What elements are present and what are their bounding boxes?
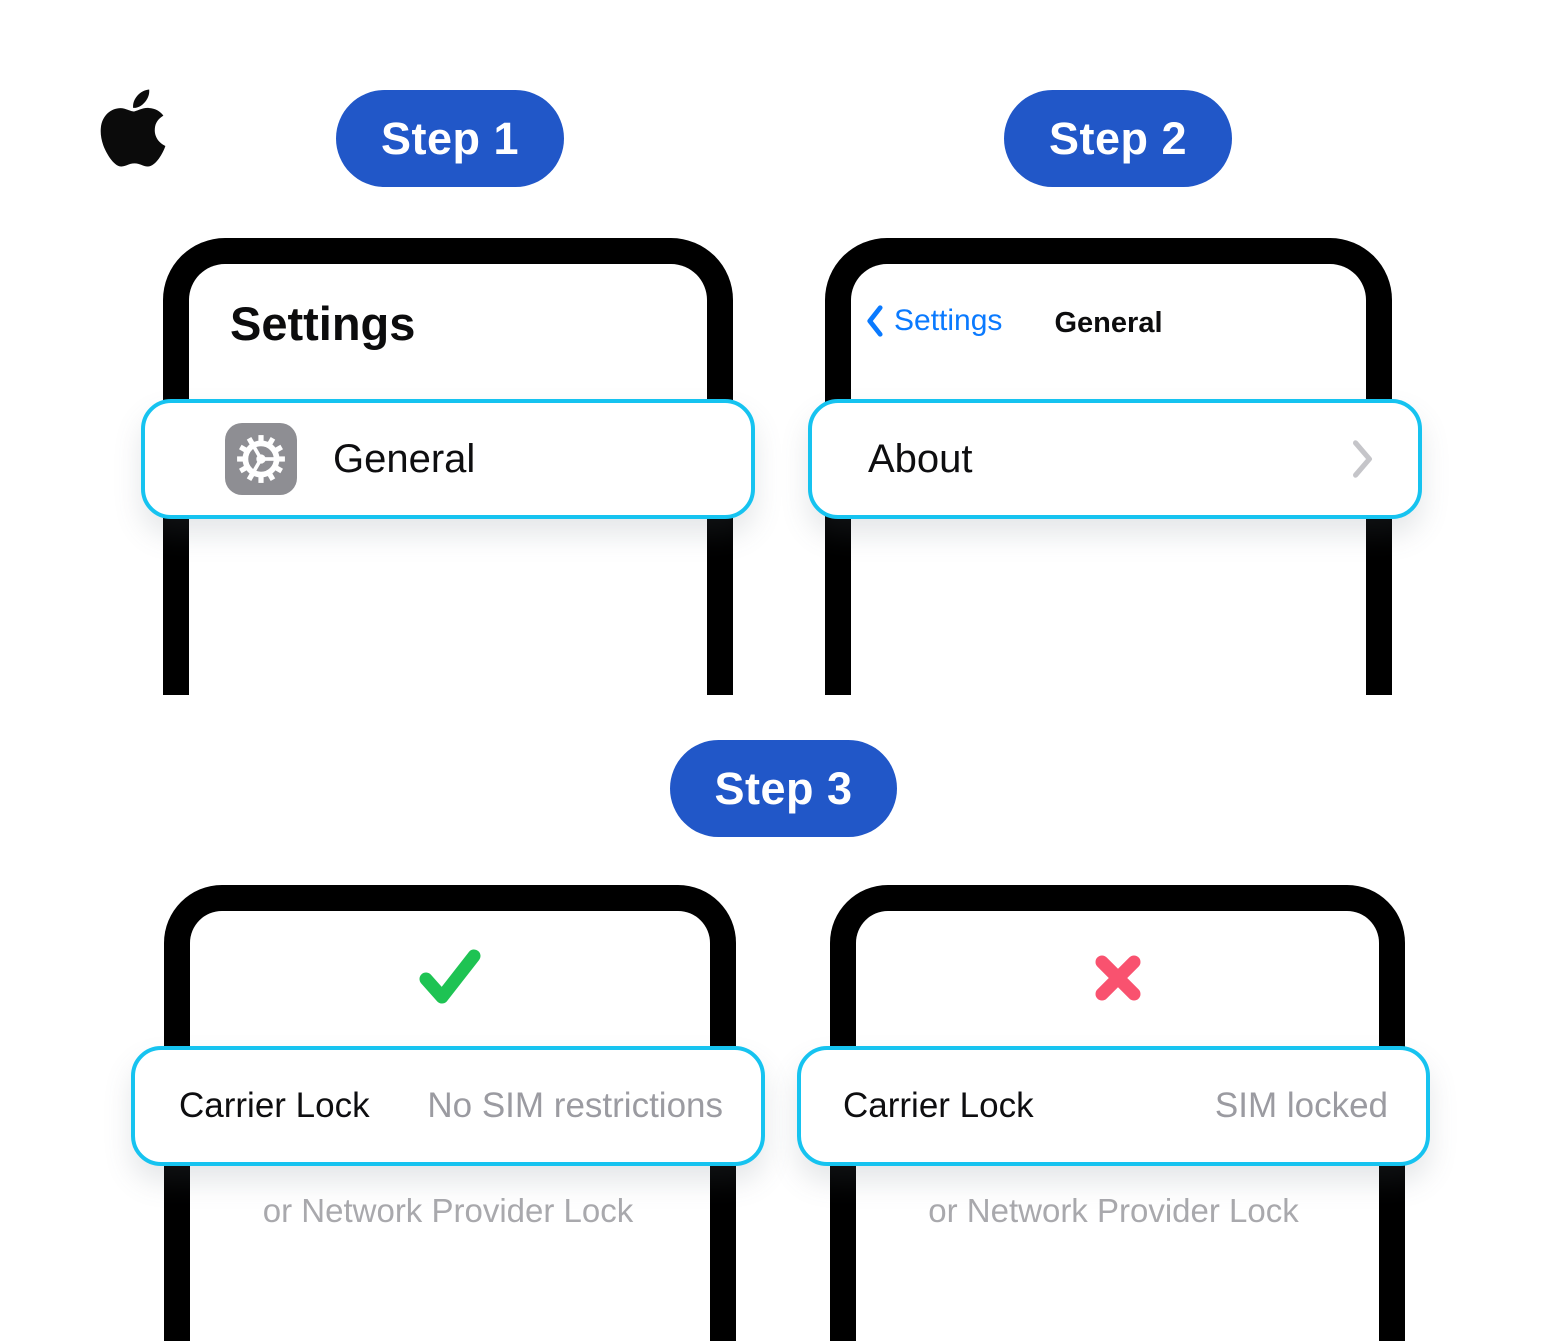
carrier-lock-value: SIM locked — [1214, 1086, 1388, 1125]
back-link-label: Settings — [894, 304, 1003, 337]
network-provider-lock-caption: or Network Provider Lock — [928, 1192, 1299, 1229]
chevron-left-icon — [867, 305, 883, 337]
settings-gear-icon — [225, 423, 297, 495]
settings-page-title: Settings — [230, 297, 416, 350]
step-2-label: Step 2 — [1048, 112, 1188, 164]
general-row[interactable]: General — [141, 399, 755, 519]
general-page-title: General — [1054, 307, 1163, 339]
general-row-label: General — [333, 436, 476, 481]
carrier-lock-row-unlocked: Carrier Lock No SIM restrictions — [131, 1046, 765, 1166]
carrier-lock-label: Carrier Lock — [179, 1086, 370, 1125]
cross-icon — [1095, 955, 1140, 1001]
about-row-label: About — [868, 436, 973, 481]
chevron-right-icon — [1353, 440, 1372, 478]
carrier-lock-label: Carrier Lock — [843, 1086, 1034, 1125]
step-1-label: Step 1 — [380, 112, 520, 164]
step-3-label: Step 3 — [714, 762, 853, 814]
step-1-badge: Step 1 — [336, 90, 564, 187]
apple-logo-icon — [100, 89, 166, 167]
carrier-lock-row-locked: Carrier Lock SIM locked — [797, 1046, 1430, 1166]
about-row[interactable]: About — [808, 399, 1422, 519]
carrier-lock-value: No SIM restrictions — [427, 1086, 723, 1125]
network-provider-lock-caption: or Network Provider Lock — [262, 1192, 634, 1229]
check-icon — [419, 949, 481, 1004]
nav-header: Settings General — [851, 304, 1366, 348]
step-3-badge: Step 3 — [670, 740, 897, 837]
back-to-settings-link[interactable]: Settings — [865, 304, 1002, 338]
step-2-badge: Step 2 — [1004, 90, 1232, 187]
